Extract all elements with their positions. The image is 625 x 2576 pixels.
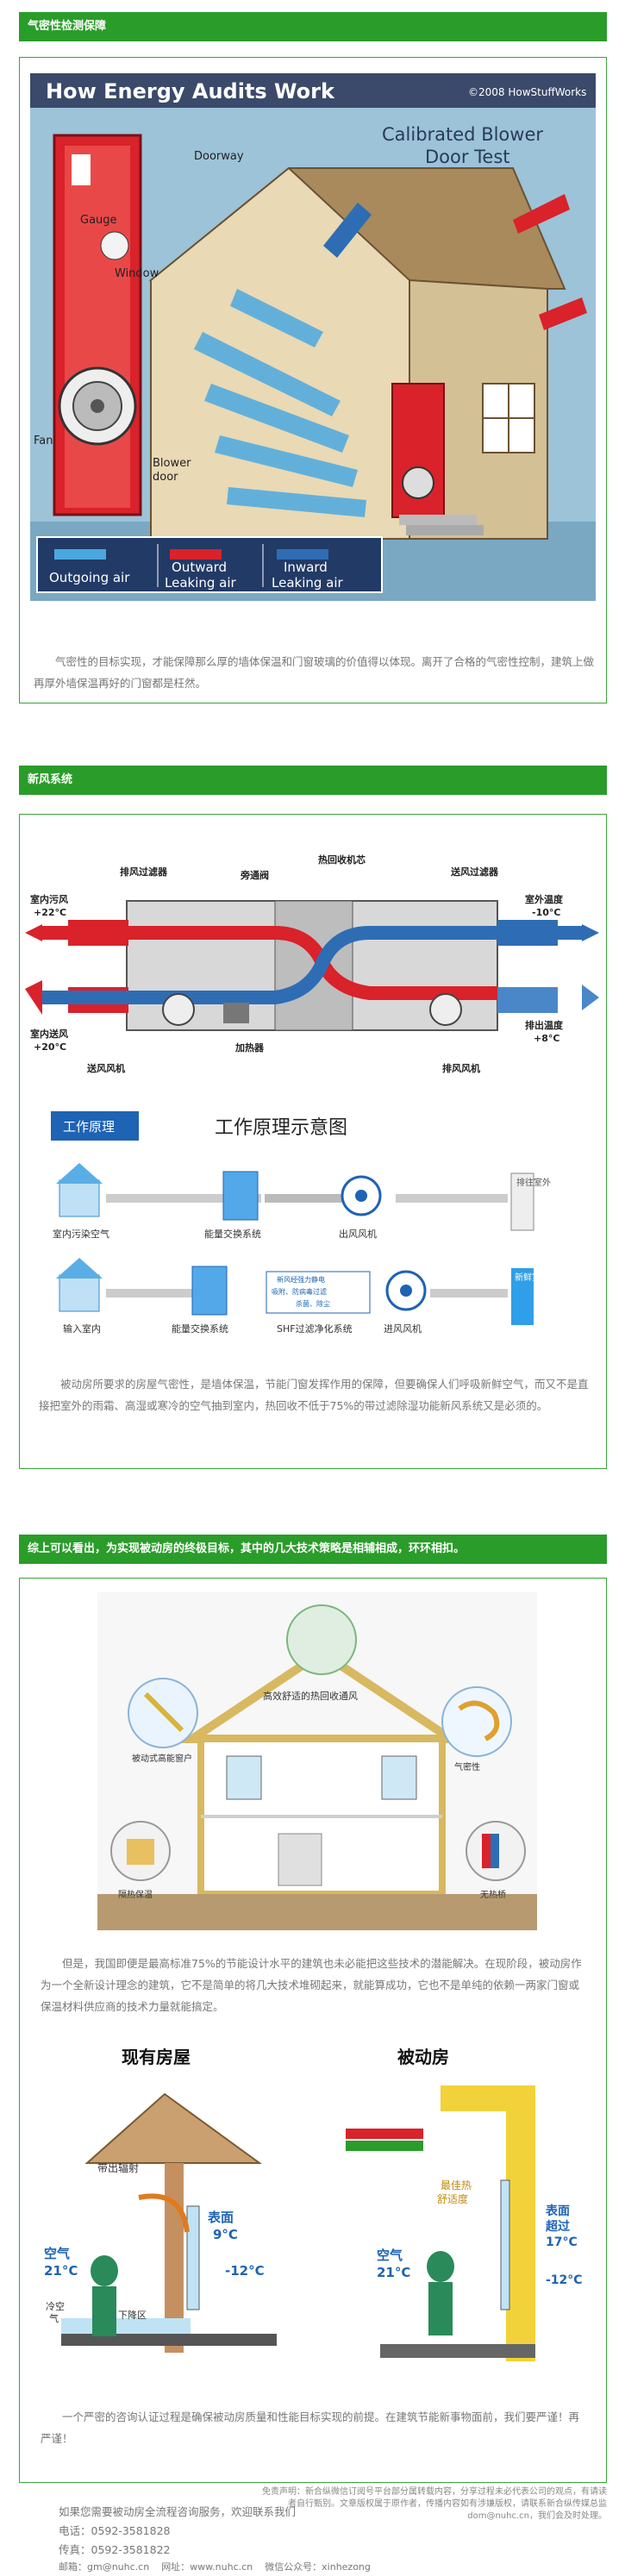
compare-left-cold-1: 冷空 [46, 2300, 65, 2312]
legend-outward-1: Outward [172, 560, 227, 575]
figure-subtitle-2: Door Test [425, 147, 510, 167]
comparison-svg: 现有房屋 被动房 带出辐射 表面 9°C -12°C 空气 21°C 冷空 气 … [35, 2034, 596, 2394]
compare-left-air: 空气 [44, 2246, 70, 2261]
compare-right-comfort: 舒适度 [437, 2192, 468, 2205]
label-doorway: Doorway [194, 150, 244, 163]
section-summary-box: 高效舒适的热回收通风 被动式高能窗户 气密性 隔热保温 无热桥 但是，我国即便是… [19, 1578, 607, 2483]
value-exhaust-out: +8°C [534, 1033, 559, 1044]
principle-badge: 工作原理 [63, 1119, 115, 1135]
fresh-air-paragraph: 被动房所要求的房屋气密性，是墙体保温，节能门窗发挥作用的保障，但要确保人们呼吸新… [39, 1378, 589, 1412]
contact-website-text: 网址：www.nuhc.cn [161, 2561, 253, 2573]
contact-intro: 如果您需要被动房全流程咨询服务，欢迎联系我们 [59, 2505, 297, 2518]
section-title-airtight: 气密性检测保障 [19, 12, 607, 41]
comparison-figure: 现有房屋 被动房 带出辐射 表面 9°C -12°C 空气 21°C 冷空 气 … [35, 2034, 596, 2394]
shf-line-1: 新风经强力静电 [277, 1275, 325, 1284]
section-title-summary: 综上可以看出，为实现被动房的终极目标，其中的几大技术策略是相辅相成，环环相扣。 [19, 1535, 607, 1564]
figure-subtitle-1: Calibrated Blower [382, 124, 543, 145]
legend-inward-2: Leaking air [272, 575, 344, 591]
label-gauge: Gauge [80, 214, 117, 227]
label-exhaust-fan: 排风风机 [442, 1062, 480, 1074]
value-indoor-supply: +20°C [34, 1041, 66, 1053]
label-shf-system: SHF过滤净化系统 [277, 1322, 353, 1335]
compare-left-outside: -12°C [225, 2263, 265, 2279]
compare-right-surface-temp: 17°C [546, 2235, 578, 2249]
airtight-paragraph: 气密性的目标实现，才能保障那么厚的墙体保温和门窗玻璃的价值得以体现。离开了合格的… [34, 655, 595, 690]
section-fresh-air-box: 排风过滤器 旁通阀 热回收机芯 送风过滤器 室外温度 -10°C 室内污风 +2… [19, 814, 607, 1469]
label-heater: 加热器 [234, 1041, 265, 1054]
compare-right-title: 被动房 [397, 2047, 449, 2067]
label-supply-fan: 送风风机 [86, 1062, 125, 1074]
section-title-airtight-text: 气密性检测保障 [28, 20, 107, 33]
contact-phone: 电话：0592-3581828 [59, 2524, 171, 2537]
compare-right-outside: -12°C [546, 2273, 583, 2287]
contact-wechat-text: 微信公众号：xinhezong [265, 2561, 371, 2573]
label-exhaust-filter: 排风过滤器 [120, 866, 168, 878]
summary-paragraph-2: 一个严密的咨询认证过程是确保被动房质量和性能目标实现的前提。在建筑节能新事物面前… [41, 2410, 580, 2445]
label-supply-room: 输入室内 [63, 1322, 101, 1335]
value-outdoor-temp: -10°C [532, 907, 560, 918]
house-label-left: 被动式高能窗户 [132, 1753, 192, 1764]
compare-left-cold-2: 气 [49, 2312, 59, 2324]
house-label-bottom-left: 隔热保温 [118, 1889, 153, 1900]
contact-email-text: 邮箱：gm@nuhc.cn [59, 2561, 150, 2573]
principle-title: 工作原理示意图 [215, 1117, 347, 1139]
compare-right-best: 最佳热 [441, 2179, 472, 2191]
label-blower-door-2: door [153, 471, 178, 484]
disclaimer: 免责声明：新合纵微信订阅号平台部分属转载内容，分享过程未必代表公司的观点，有请读… [262, 2487, 607, 2521]
label-blower-door-1: Blower [153, 457, 191, 470]
summary-paragraph: 但是，我国即便是最高标准75%的节能设计水平的建筑也未必能把这些技术的潜能解决。… [41, 1957, 582, 2013]
label-window: Window [115, 267, 159, 280]
label-indoor-supply: 室内送风 [30, 1028, 68, 1040]
compare-left-radiation: 带出辐射 [97, 2161, 139, 2174]
label-heat-core: 热回收机芯 [318, 853, 366, 866]
legend-outgoing: Outgoing air [49, 570, 130, 585]
compare-left-cold-3: 下降区 [118, 2309, 147, 2321]
compare-right-surface-over: 超过 [545, 2219, 570, 2234]
passive-house-figure: 高效舒适的热回收通风 被动式高能窗户 气密性 隔热保温 无热桥 [97, 1592, 537, 1930]
label-indoor-dirty: 室内污染空气 [53, 1228, 109, 1240]
section-airtight-box: How Energy Audits Work ©2008 HowStuffWor… [19, 57, 607, 703]
house-label-bottom-right: 无热桥 [480, 1889, 506, 1900]
value-indoor-return: +22°C [34, 907, 66, 918]
house-label-right: 气密性 [454, 1761, 480, 1773]
label-exchange-system-1: 能量交换系统 [204, 1228, 261, 1240]
legend-inward-1: Inward [284, 560, 328, 575]
contact-email: 邮箱：gm@nuhc.cn 网址：www.nuhc.cn 微信公众号：xinhe… [59, 2560, 371, 2573]
section-title-fresh-air-text: 新风系统 [28, 773, 73, 786]
compare-right-air: 空气 [377, 2248, 403, 2263]
legend-outward-2: Leaking air [165, 575, 237, 591]
compare-right-air-temp: 21°C [377, 2265, 410, 2280]
principle-svg: 工作原理 工作原理示意图 排往室外 室内污染空气 能量交换系统 出风风机 新风经… [51, 1106, 577, 1349]
shf-line-3: 杀菌、除尘 [296, 1299, 330, 1308]
section-title-summary-text: 综上可以看出，为实现被动房的终极目标，其中的几大技术策略是相辅相成，环环相扣。 [28, 1542, 466, 1555]
figure-title: How Energy Audits Work [46, 79, 335, 103]
principle-diagram: 工作原理 工作原理示意图 排往室外 室内污染空气 能量交换系统 出风风机 新风经… [51, 1106, 577, 1349]
blower-door-figure: How Energy Audits Work ©2008 HowStuffWor… [30, 73, 596, 601]
label-indoor-return: 室内污风 [30, 893, 68, 905]
house-label-top: 高效舒适的热回收通风 [263, 1690, 358, 1702]
compare-left-surface: 表面 [208, 2210, 234, 2225]
compare-left-air-temp: 21°C [44, 2263, 78, 2279]
label-supply-filter: 送风过滤器 [450, 866, 499, 878]
compare-left-title: 现有房屋 [122, 2047, 191, 2067]
passive-house-svg: 高效舒适的热回收通风 被动式高能窗户 气密性 隔热保温 无热桥 [97, 1592, 537, 1930]
label-outdoor-temp: 室外温度 [525, 893, 564, 905]
heat-recovery-svg: 排风过滤器 旁通阀 热回收机芯 送风过滤器 室外温度 -10°C 室内污风 +2… [25, 834, 599, 1084]
contact-fax: 传真：0592-3581822 [59, 2543, 171, 2556]
label-intake-fan: 进风风机 [384, 1322, 422, 1335]
compare-right-surface: 表面 [545, 2204, 570, 2218]
blower-door-illustration: How Energy Audits Work ©2008 HowStuffWor… [30, 73, 596, 601]
compare-left-surface-temp: 9°C [213, 2227, 238, 2242]
label-fresh-outdoor: 新鲜室外空气 [515, 1272, 566, 1283]
shf-line-2: 吸附、防病毒过滤 [272, 1287, 327, 1296]
label-discharge: 排往室外 [516, 1177, 551, 1188]
label-exhaust-fan-row1: 出风风机 [339, 1228, 377, 1240]
section-title-fresh-air: 新风系统 [19, 766, 607, 795]
figure-copyright: ©2008 HowStuffWorks [468, 86, 586, 98]
label-fan: Fan [34, 435, 53, 447]
label-bypass-valve: 旁通阀 [240, 869, 269, 881]
heat-recovery-diagram: 排风过滤器 旁通阀 热回收机芯 送风过滤器 室外温度 -10°C 室内污风 +2… [25, 834, 599, 1084]
label-exhaust-out: 排出温度 [525, 1019, 564, 1031]
label-exchange-system-2: 能量交换系统 [172, 1322, 228, 1335]
